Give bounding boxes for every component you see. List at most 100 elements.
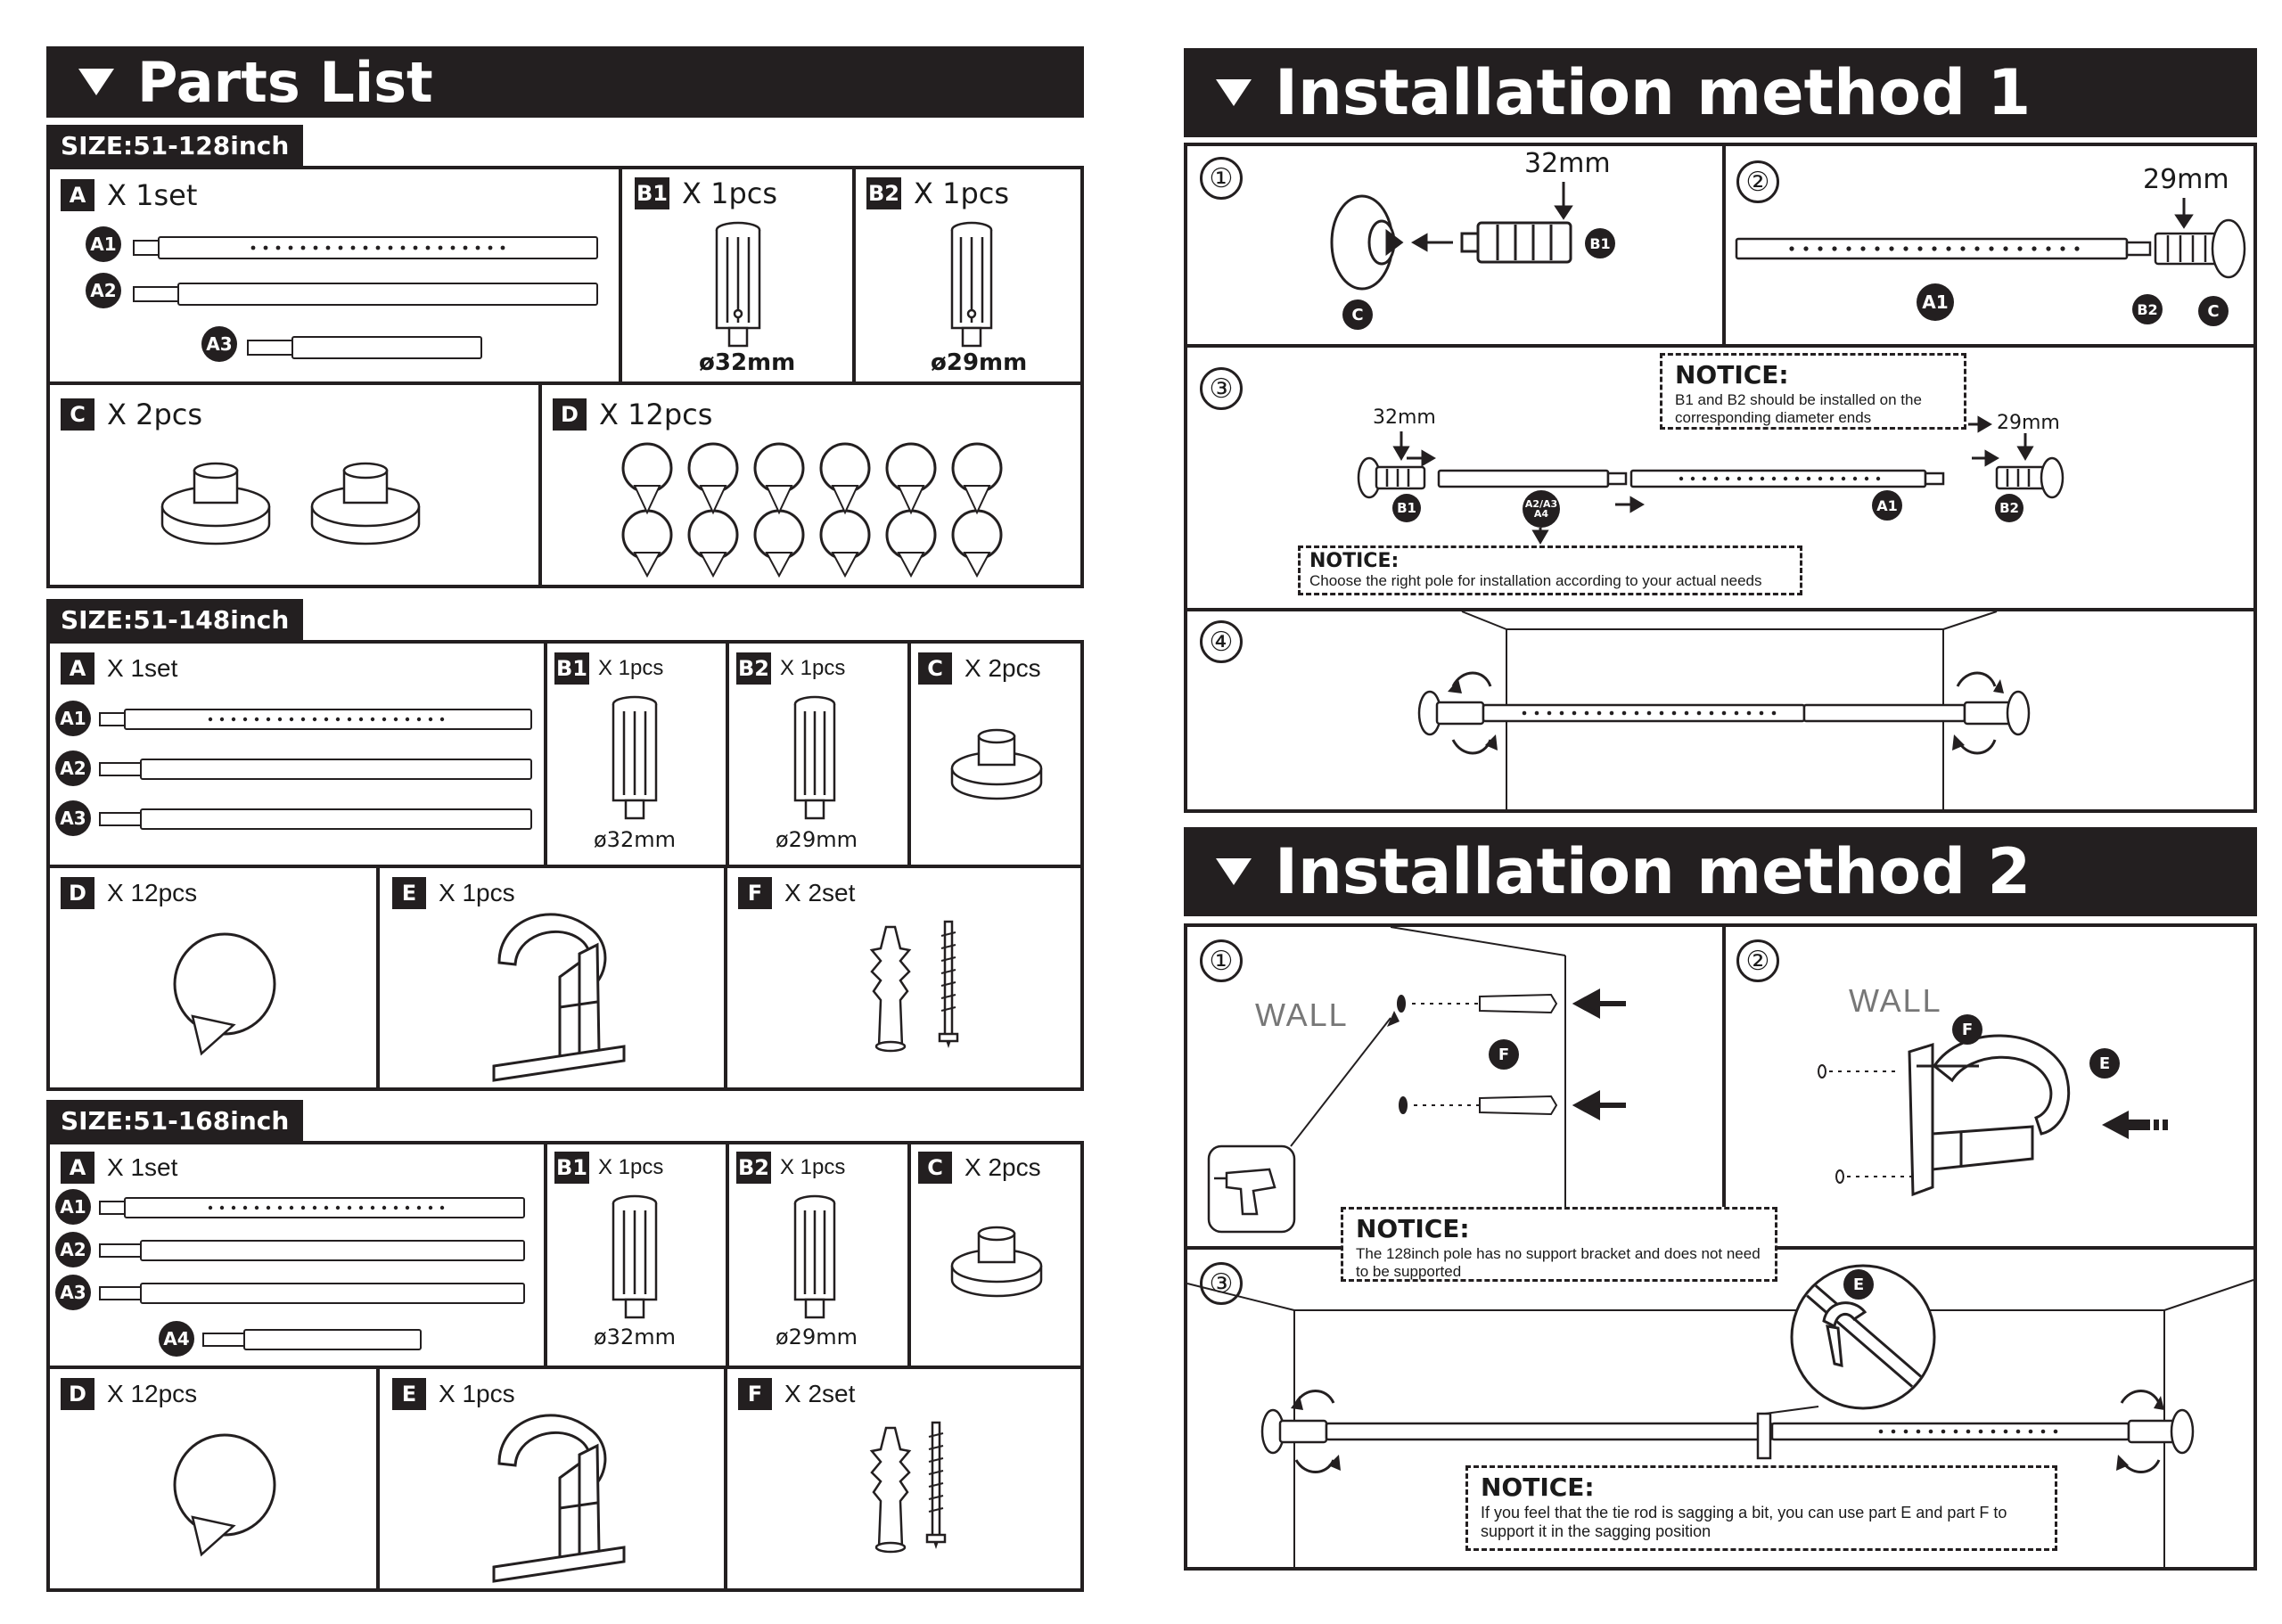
size-tag-148: SIZE:51-148inch [46,599,304,642]
wall-base-c-icon-148 [950,728,1043,800]
b1-connector-icon-168 [612,1194,658,1319]
parts-list-banner: Parts List [46,46,1084,118]
rods-128-drawing [133,236,598,359]
m1s3-notice-diameter: NOTICE: B1 and B2 should be installed on… [1660,353,1966,430]
ring-d-icon-168 [173,1433,276,1557]
m2s3-notice-sagging: NOTICE: If you feel that the tie rod is … [1465,1465,2057,1551]
m1s4-drawing [1417,611,2031,809]
method1-title: Installation method 1 [1275,56,2032,129]
bracket-e-icon-148 [492,913,626,1082]
part-c-label-148: C X 2pcs [918,652,1041,685]
m1s3-notice-pole: NOTICE: Choose the right pole for instal… [1298,545,1802,595]
m1-step1-number: ① [1200,157,1243,200]
part-d-label: D X 12pcs [553,398,712,431]
m2-step2-number: ② [1736,939,1779,982]
part-c-label: C X 2pcs [61,398,202,431]
triangle-down-icon [1216,79,1252,106]
wall-base-c-icon-168 [950,1226,1043,1298]
part-f-box-168 [724,1366,1084,1592]
b2-connector-icon-148 [793,695,836,820]
m2-step1-number: ① [1200,939,1243,982]
rods-148-drawing [99,709,532,830]
zoom-bracket-detail [1790,1264,1936,1410]
b1-diameter-168: ø32mm [594,1325,676,1349]
part-e-label-168: E X 1pcs [392,1378,515,1410]
rod-a1-badge-148: A1 [55,701,91,736]
m1-step1-box [1184,143,1726,348]
m1s1-drawing [1330,182,1573,291]
m2s3-e-badge: E [1843,1269,1874,1300]
m2s1-drawing [1207,926,1626,1234]
m1-step3-number: ③ [1200,367,1243,410]
part-b1-label-168: B1 X 1pcs [554,1152,663,1184]
m2s2-wall-label: WALL [1849,982,1942,1019]
part-b1-label: B1 X 1pcs [635,176,778,210]
rod-a1-badge: A1 [86,226,121,262]
part-d-label-168: D X 12pcs [61,1378,197,1410]
rod-a2-badge-148: A2 [55,750,91,786]
anchor-screw-f-icon-168 [869,1421,947,1554]
rods-168-drawing [99,1197,525,1350]
parts-list-title: Parts List [137,49,433,115]
m1-step4-box [1184,608,2257,813]
m1s3-b1-badge: B1 [1392,494,1421,522]
part-c-label-168: C X 2pcs [918,1152,1041,1184]
m1s3-dim-29: 29mm [1997,412,2060,434]
anchor-screw-f-icon-148 [869,920,959,1053]
rod-a3-badge-168: A3 [55,1275,91,1310]
m2-step2-box [1722,923,2257,1250]
bracket-e-icon-168 [492,1414,626,1583]
part-a-label-148: A X 1set [61,652,177,685]
part-a-label-168: A X 1set [61,1152,177,1184]
m1s2-b2-badge: B2 [2132,294,2163,324]
part-b1-label-148: B1 X 1pcs [554,652,663,685]
rod-a3-badge: A3 [201,326,237,362]
b1-connector-icon-148 [612,695,658,820]
ring-d-icon-148 [173,932,276,1056]
part-b2-label-168: B2 X 1pcs [736,1152,845,1184]
triangle-down-icon [78,69,114,95]
m2-notice-no-support: NOTICE: The 128inch pole has no support … [1341,1207,1777,1282]
part-b2-label: B2 X 1pcs [866,176,1010,210]
m2s2-e-badge: E [2089,1048,2120,1079]
rod-a2-badge: A2 [86,273,121,308]
part-b2-label-148: B2 X 1pcs [736,652,845,685]
b1-diameter: ø32mm [699,349,796,376]
m1s1-dim-32: 32mm [1524,148,1611,179]
m1s2-a1-badge: A1 [1917,283,1954,321]
m1s3-dim-32: 32mm [1373,406,1436,429]
b2-diameter: ø29mm [931,349,1028,376]
m2s2-drawing [1818,1034,2168,1197]
m1s3-a1-badge: A1 [1872,490,1902,521]
m1s3-a2a3a4-badge: A2/A3 A4 [1523,490,1560,528]
ring-d-icons [621,442,1003,578]
method1-banner: Installation method 1 [1184,48,2257,137]
m1s2-drawing [1735,198,2246,279]
part-d-box-128 [538,381,1084,588]
b1-connector-icon [715,221,761,348]
b2-diameter-168: ø29mm [776,1325,858,1349]
m2s1-f-badge: F [1489,1039,1519,1070]
m2s2-f-badge: F [1952,1014,1982,1045]
b2-diameter-148: ø29mm [776,827,858,852]
b2-connector-icon [950,221,993,348]
drill-icon [1207,1144,1296,1234]
m1s1-c-badge: C [1342,299,1373,330]
rod-holes [250,245,505,250]
part-f-label-148: F X 2set [738,877,855,909]
part-a-label: A X 1set [61,178,197,212]
rod-a1-badge-168: A1 [55,1189,91,1225]
triangle-down-icon [1216,858,1252,885]
m1-step4-number: ④ [1200,620,1243,663]
part-d-label-148: D X 12pcs [61,877,197,909]
m2-step3-number: ③ [1200,1262,1243,1305]
rod-a3-badge-148: A3 [55,800,91,836]
rod-a4-badge-168: A4 [159,1321,194,1357]
size-tag-168: SIZE:51-168inch [46,1100,304,1143]
rod-a2-badge-168: A2 [55,1232,91,1267]
m2s1-wall-label: WALL [1255,997,1349,1033]
part-f-label-168: F X 2set [738,1378,855,1410]
m2s3-drawing [1186,1264,2254,1567]
m1s2-c-badge: C [2198,296,2229,326]
m1-step2-number: ② [1736,160,1779,203]
